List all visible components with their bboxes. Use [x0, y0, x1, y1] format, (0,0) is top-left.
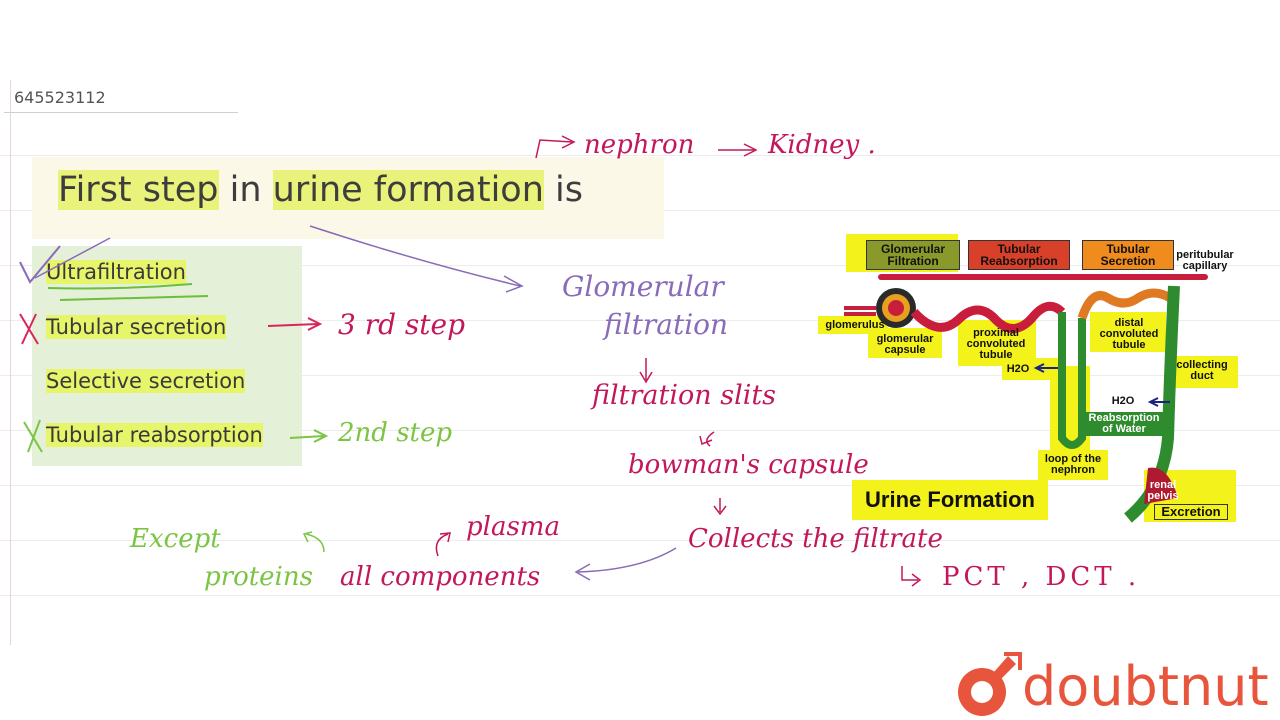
stage-glomerular-filtration: Glomerular Filtration	[866, 240, 960, 270]
cross-mark-icon	[19, 313, 39, 345]
urine-formation-diagram: Glomerular Filtration Tubular Reabsorpti…	[818, 228, 1238, 530]
option-c-label: Selective secretion	[46, 369, 246, 393]
label-excretion: Excretion	[1154, 504, 1228, 520]
question-part-1: First step	[58, 170, 219, 210]
option-d: Tubular reabsorption	[46, 423, 263, 447]
nephron-illustration	[818, 234, 1238, 523]
question-part-2: in	[218, 170, 273, 210]
logo-text: doubtnut	[1022, 655, 1269, 718]
note-glomerular: Glomerular	[562, 270, 724, 303]
note-proteins: proteins	[204, 562, 313, 592]
note-bowman-capsule: bowman's capsule	[628, 450, 869, 480]
check-mark-icon	[19, 245, 61, 284]
arrow-third-step	[267, 317, 323, 331]
label-glomerulus: glomerulus	[825, 319, 885, 331]
note-filtration-slits: filtration slits	[592, 380, 777, 411]
cross-mark-icon-2	[23, 419, 43, 453]
note-plasma: plasma	[466, 512, 560, 542]
label-glomerular-capsule: glomerular capsule	[876, 333, 934, 356]
option-b-label: Tubular secretion	[46, 315, 227, 339]
option-a-label: Ultrafiltration	[46, 260, 186, 284]
label-reabsorption-water: Reabsorption of Water	[1082, 412, 1166, 436]
note-third-step: 3 rd step	[338, 308, 466, 341]
label-collecting-duct: collecting duct	[1176, 359, 1228, 382]
option-c: Selective secretion	[46, 369, 246, 393]
label-h2o-1: H2O	[1006, 363, 1030, 375]
diagram-title: Urine Formation	[865, 487, 1035, 512]
arrow-to-components	[574, 547, 677, 581]
label-loop-nephron: loop of the nephron	[1044, 453, 1102, 476]
question-part-4: is	[543, 170, 583, 210]
arrow-nephron	[535, 135, 576, 159]
margin-line	[10, 80, 11, 645]
question-id-underline	[4, 112, 238, 113]
question-part-3: urine formation	[272, 170, 544, 210]
stage-tubular-reabsorption: Tubular Reabsorption	[968, 240, 1070, 270]
note-except: Except	[130, 524, 221, 554]
note-all-components: all components	[340, 562, 541, 592]
arrow-kidney	[718, 143, 758, 157]
option-a: Ultrafiltration	[46, 260, 186, 284]
note-collects-filtrate: Collects the filtrate	[688, 524, 943, 554]
note-pct-dct: PCT , DCT .	[942, 562, 1141, 592]
arrow-to-glomerular	[309, 225, 524, 293]
option-b: Tubular secretion	[46, 315, 227, 339]
label-proximal-tubule: proximal convoluted tubule	[966, 327, 1026, 361]
label-distal-tubule: distal convoluted tubule	[1099, 317, 1159, 351]
note-nephron: nephron	[584, 130, 695, 160]
note-second-step: 2nd step	[338, 418, 453, 448]
arrow-second-step	[289, 429, 329, 443]
underline-stroke	[47, 283, 193, 290]
label-h2o-2: H2O	[1111, 395, 1135, 407]
label-peritubular-capillary: peritubular capillary	[1176, 249, 1234, 272]
question-text: First step in urine formation is	[58, 170, 583, 210]
label-renal-pelvis: renal pelvis	[1147, 479, 1179, 502]
note-kidney: Kidney .	[768, 130, 876, 160]
question-id: 645523112	[14, 88, 106, 107]
option-d-label: Tubular reabsorption	[46, 423, 263, 447]
stage-tubular-secretion: Tubular Secretion	[1082, 240, 1174, 270]
doubtnut-logo-icon	[958, 652, 1022, 716]
note-filtration: filtration	[604, 308, 729, 341]
